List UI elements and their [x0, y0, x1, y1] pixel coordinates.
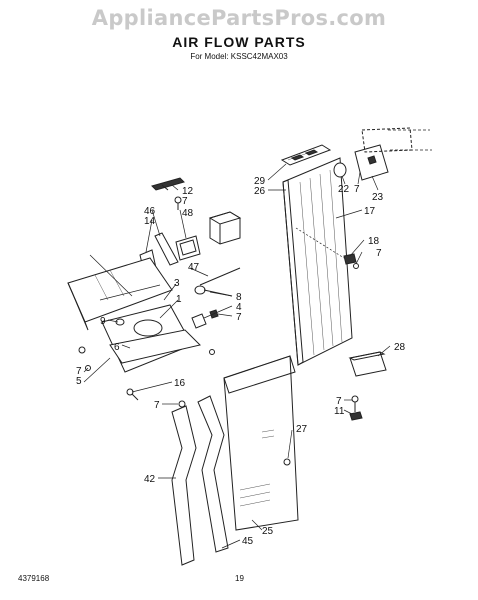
watermark-logo: AppliancePartsPros.com: [91, 6, 387, 30]
callout-4: 4: [236, 302, 242, 313]
callout-1: 1: [176, 294, 182, 305]
part-28-cover: [348, 351, 387, 377]
callout-9: 9: [100, 316, 106, 327]
page-number: 19: [235, 574, 244, 583]
leader-lines: [83, 163, 391, 549]
callout-27: 27: [296, 424, 308, 435]
part-29-vent-grille: [280, 144, 332, 166]
part-1-damper-housing: [67, 254, 173, 331]
part-18-screw: [295, 227, 359, 269]
page-title: AIR FLOW PARTS: [172, 34, 306, 50]
part-8-sensor: [194, 285, 233, 297]
callout-26: 26: [254, 186, 266, 197]
callout-22: 22: [338, 184, 350, 195]
part-6-bracket: [109, 329, 201, 364]
callout-18: 18: [368, 236, 380, 247]
callout-7-g: 7: [336, 396, 342, 407]
part-9-knob: [115, 318, 125, 326]
callout-7-f: 7: [154, 400, 160, 411]
part-27-screw: [283, 458, 291, 466]
callout-17: 17: [364, 206, 376, 217]
callout-12: 12: [182, 186, 194, 197]
part-46-channel: [154, 232, 179, 266]
callout-48: 48: [182, 208, 194, 219]
callout-25: 25: [262, 526, 274, 537]
callout-16: 16: [174, 378, 186, 389]
callout-6: 6: [114, 342, 120, 353]
callout-7-b: 7: [182, 196, 188, 207]
callout-8: 8: [236, 292, 242, 303]
callout-7-a: 7: [354, 184, 360, 195]
part-11-screw: [349, 395, 363, 421]
callout-29: 29: [254, 176, 266, 187]
part-26-duct-box: [208, 211, 242, 245]
part-25-lower-panel: [223, 355, 299, 531]
document-number: 4379168: [18, 574, 50, 583]
callout-42: 42: [144, 474, 156, 485]
part-4-clip: [191, 309, 219, 329]
callout-7-d: 7: [236, 312, 242, 323]
callout-11: 11: [334, 406, 345, 417]
part-17-back-panel: [282, 157, 353, 366]
screw-7-top: [174, 196, 182, 210]
callout-7-e: 7: [76, 366, 82, 377]
part-45-seal-strip: [197, 395, 229, 553]
part-42-duct-strip: [171, 400, 197, 566]
callout-23: 23: [372, 192, 384, 203]
part-47-rod: [199, 267, 241, 286]
part-22-grommet: [333, 162, 347, 178]
callout-7-c: 7: [376, 248, 382, 259]
callout-28: 28: [394, 342, 406, 353]
part-12-bracket: [151, 177, 185, 191]
part-48-gasket: [175, 235, 201, 261]
part-23-motor-bracket: [354, 127, 432, 181]
model-subtitle: For Model: KSSC42MAX03: [190, 52, 288, 61]
callout-47: 47: [188, 262, 200, 273]
callout-14: 14: [144, 216, 156, 227]
callout-45: 45: [242, 536, 254, 547]
callout-5: 5: [76, 376, 82, 387]
callout-3: 3: [174, 278, 180, 289]
callout-46: 46: [144, 206, 156, 217]
